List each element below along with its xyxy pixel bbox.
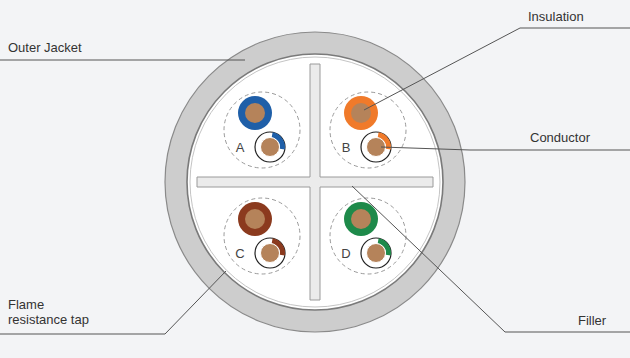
part-label: Filler: [578, 313, 606, 328]
filler-cross: [197, 64, 433, 300]
leader-lines: [0, 28, 630, 334]
part-label: Flame resistance tap: [8, 297, 104, 327]
twisted-pair: [224, 92, 300, 168]
part-label: Conductor: [530, 130, 590, 145]
pair-letter: A: [236, 140, 245, 155]
pair-letter: B: [342, 140, 351, 155]
leader-line: [352, 186, 630, 332]
leader-line: [0, 60, 245, 61]
pair-letter: D: [341, 246, 350, 261]
twisted-pair: [330, 198, 406, 274]
leader-line: [364, 28, 630, 110]
leader-line: [381, 147, 630, 150]
flame-tape-inner: [190, 57, 440, 307]
twisted-pair: [224, 198, 300, 274]
leader-line: [0, 271, 226, 334]
part-label: Insulation: [528, 9, 584, 24]
twisted-pair: [330, 92, 406, 168]
part-label: Outer Jacket: [8, 40, 82, 55]
pair-letter: C: [235, 246, 244, 261]
